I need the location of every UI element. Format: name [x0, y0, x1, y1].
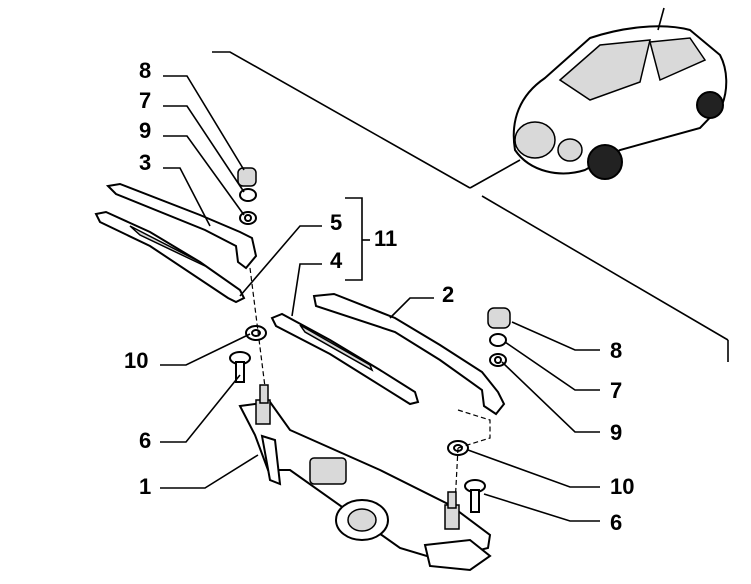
callout-leaders	[160, 75, 600, 522]
wiper-blade-left	[94, 210, 246, 304]
wiper-blade-right	[270, 312, 420, 406]
wiper-arm-left	[105, 182, 258, 270]
callout-1: 1	[139, 474, 151, 499]
callout-5: 5	[330, 210, 342, 235]
callout-7-right: 7	[610, 378, 622, 403]
callout-6-left: 6	[139, 428, 151, 453]
left-cap-nut-washer	[237, 167, 257, 225]
callout-6-right: 6	[610, 510, 622, 535]
callout-2: 2	[442, 282, 454, 307]
callout-labels: 8 7 9 3 5 11 4 2 8 7 9 10 6 1 10 6	[124, 58, 634, 535]
callout-10-right: 10	[610, 474, 634, 499]
seal-left	[245, 325, 267, 341]
callout-9-right: 9	[610, 420, 622, 445]
callout-8-right: 8	[610, 338, 622, 363]
callout-11: 11	[374, 226, 397, 251]
callout-3: 3	[139, 150, 151, 175]
bolt-right	[464, 479, 486, 513]
callout-4: 4	[330, 248, 343, 273]
right-cap-nut-washer	[487, 307, 511, 367]
assembly-axes	[249, 267, 491, 506]
wiper-linkage-motor	[238, 384, 492, 572]
callout-7-left: 7	[139, 88, 151, 113]
callout-8-left: 8	[139, 58, 151, 83]
wiper-arm-right	[312, 292, 506, 416]
callout-9-left: 9	[139, 118, 151, 143]
car-illustration	[512, 7, 728, 180]
callout-10-left: 10	[124, 348, 148, 373]
bolt-left	[229, 351, 251, 383]
reference-lines	[212, 51, 729, 362]
